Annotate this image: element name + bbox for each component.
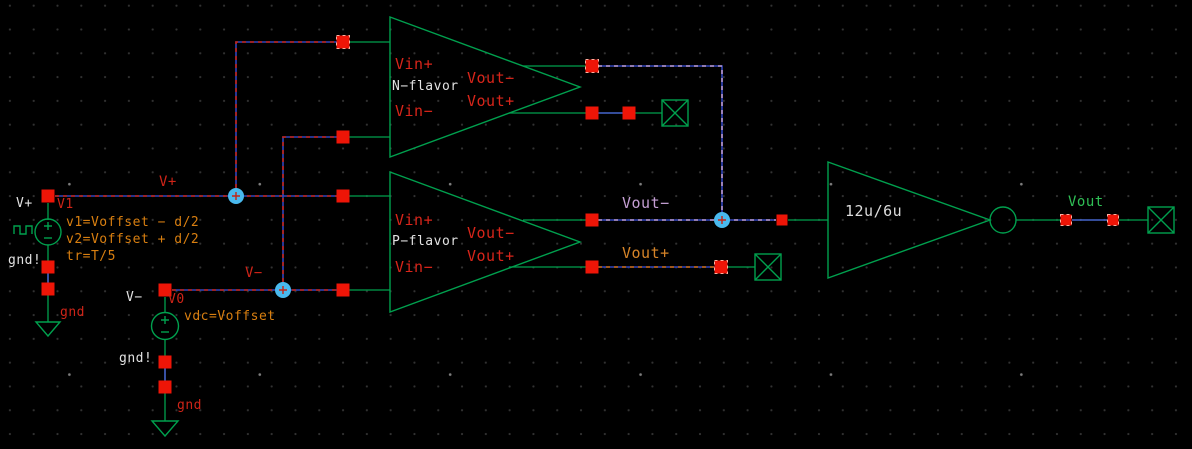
v0-gnd-net-label[interactable]: gnd	[177, 398, 202, 413]
net-vout-minus-wire[interactable]	[598, 65, 776, 221]
v0-minus-terminal-label: V−	[126, 290, 143, 305]
v1-gnd-net-label[interactable]: gnd	[60, 305, 85, 320]
amp-bottom-vout-minus-label: Vout−	[467, 224, 515, 242]
inverter-size-label[interactable]: 12u/6u	[845, 202, 903, 220]
net-label-vminus[interactable]: V−	[245, 265, 263, 281]
amp-n-flavor-symbol[interactable]	[389, 15, 583, 159]
v1-param-v2[interactable]: v2=Voffset + d/2	[66, 232, 200, 247]
blue-wires[interactable]	[47, 112, 1107, 387]
amp-top-vin-minus-label: Vin−	[395, 102, 434, 120]
junction-dot-vout-minus[interactable]	[714, 212, 730, 228]
amp-bottom-flavor-label: P−flavor	[392, 234, 459, 249]
junction-dot-vminus[interactable]	[275, 282, 291, 298]
amp-top-vout-plus-label: Vout+	[467, 92, 515, 110]
pulse-wave-icon	[13, 225, 33, 235]
v0-param-vdc[interactable]: vdc=Voffset	[184, 309, 276, 324]
v1-gnd-node-label: gnd!	[8, 253, 42, 268]
amp-p-flavor-symbol[interactable]	[389, 170, 583, 314]
net-label-vplus[interactable]: V+	[159, 174, 177, 190]
amp-top-vin-plus-label: Vin+	[395, 55, 434, 73]
v1-param-tr[interactable]: tr=T/5	[66, 249, 116, 264]
net-label-vout[interactable]: Vout	[1068, 194, 1104, 210]
amp-bottom-vout-plus-label: Vout+	[467, 247, 515, 265]
net-vplus-wire[interactable]	[55, 41, 337, 197]
v0-instance-name[interactable]: V0	[168, 292, 185, 307]
amp-top-vout-minus-label: Vout−	[467, 69, 515, 87]
noconn-icon-top[interactable]	[661, 99, 689, 127]
noconn-icon-vout[interactable]	[1147, 206, 1175, 234]
v1-plus-terminal-label: V+	[16, 196, 33, 211]
amp-bottom-vin-plus-label: Vin+	[395, 211, 434, 229]
vpulse-source-symbol[interactable]	[13, 218, 62, 246]
gnd-symbol-v1[interactable]	[34, 321, 62, 338]
net-label-vout-minus[interactable]: Vout−	[622, 194, 670, 212]
net-vminus-wire[interactable]	[172, 136, 337, 291]
green-wires[interactable]	[47, 41, 1148, 421]
noconn-icon-voutplus[interactable]	[754, 253, 782, 281]
net-label-vout-plus[interactable]: Vout+	[622, 244, 670, 262]
amp-top-flavor-label: N−flavor	[392, 79, 459, 94]
gnd-symbol-v0[interactable]	[150, 420, 180, 438]
amp-bottom-vin-minus-label: Vin−	[395, 258, 434, 276]
inverter-symbol[interactable]	[827, 161, 1017, 279]
junction-dot-vplus[interactable]	[228, 188, 244, 204]
v0-gnd-node-label: gnd!	[119, 351, 153, 366]
pins[interactable]	[41, 35, 1119, 394]
v1-param-v1[interactable]: v1=Voffset − d/2	[66, 215, 200, 230]
vdc-source-symbol[interactable]	[150, 311, 180, 341]
v1-instance-name[interactable]: V1	[57, 197, 74, 212]
